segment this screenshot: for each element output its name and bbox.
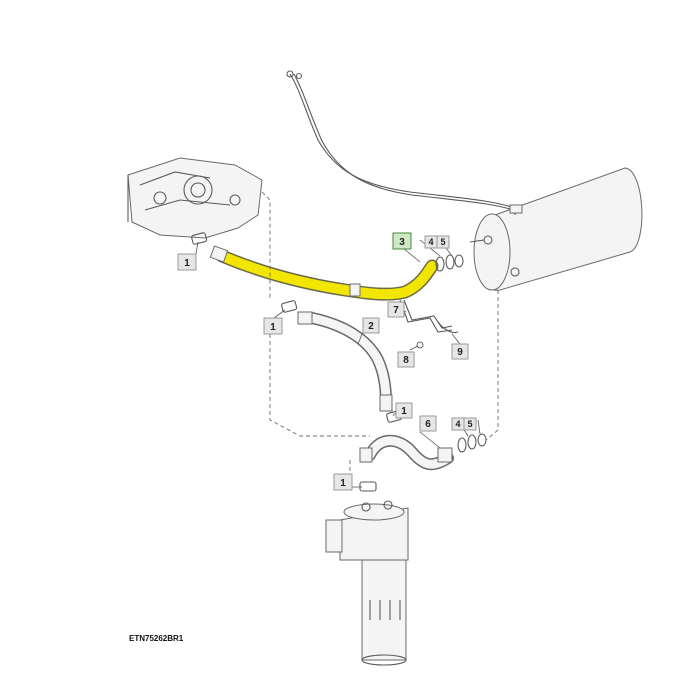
callout-2[interactable]: 2 bbox=[362, 317, 380, 334]
callout-4-upper[interactable]: 4 bbox=[424, 235, 438, 249]
bottom-hose bbox=[359, 434, 454, 471]
callout-label: 2 bbox=[368, 321, 374, 332]
gaskets bbox=[191, 232, 403, 492]
callout-9[interactable]: 9 bbox=[451, 343, 469, 360]
spring-clip bbox=[437, 321, 459, 334]
bolt bbox=[416, 341, 424, 349]
leader-lines bbox=[195, 239, 481, 488]
callout-4-lower[interactable]: 4 bbox=[451, 417, 465, 431]
callout-label: 7 bbox=[393, 305, 399, 316]
callout-label: 1 bbox=[340, 478, 346, 489]
callout-6[interactable]: 6 bbox=[419, 415, 437, 432]
callout-5-lower[interactable]: 5 bbox=[463, 417, 477, 431]
callout-label: 4 bbox=[455, 419, 460, 429]
callout-1-bottom[interactable]: 1 bbox=[333, 473, 353, 491]
callout-label: 9 bbox=[457, 347, 463, 358]
reference-code: ETN75262BR1 bbox=[129, 634, 184, 643]
callout-8[interactable]: 8 bbox=[397, 351, 415, 368]
callout-label: 5 bbox=[440, 237, 445, 247]
callout-label: 6 bbox=[425, 419, 431, 430]
callout-label: 4 bbox=[428, 237, 433, 247]
callout-label: 5 bbox=[467, 419, 472, 429]
lower-hose bbox=[297, 311, 393, 412]
callout-label: 1 bbox=[401, 406, 407, 417]
callout-label: 8 bbox=[403, 355, 409, 366]
callout-1-middle[interactable]: 1 bbox=[263, 317, 283, 335]
o-rings-upper bbox=[435, 254, 464, 272]
callout-5-upper[interactable]: 5 bbox=[436, 235, 450, 249]
wire-harness bbox=[286, 70, 523, 214]
callout-3[interactable]: 3 bbox=[392, 232, 412, 250]
highlighted-hose bbox=[209, 245, 439, 301]
o-rings-lower bbox=[457, 433, 487, 453]
callout-label: 3 bbox=[399, 237, 405, 248]
callout-1-lower[interactable]: 1 bbox=[395, 402, 413, 419]
clip-bracket bbox=[399, 299, 453, 333]
callout-label: 1 bbox=[184, 258, 190, 269]
pump-housing bbox=[127, 157, 263, 239]
callout-label: 1 bbox=[270, 322, 276, 333]
filter-housing-lower bbox=[325, 500, 409, 666]
filter-canister-upper bbox=[469, 167, 643, 291]
callout-7[interactable]: 7 bbox=[387, 301, 405, 318]
callout-1-upper[interactable]: 1 bbox=[177, 253, 197, 271]
